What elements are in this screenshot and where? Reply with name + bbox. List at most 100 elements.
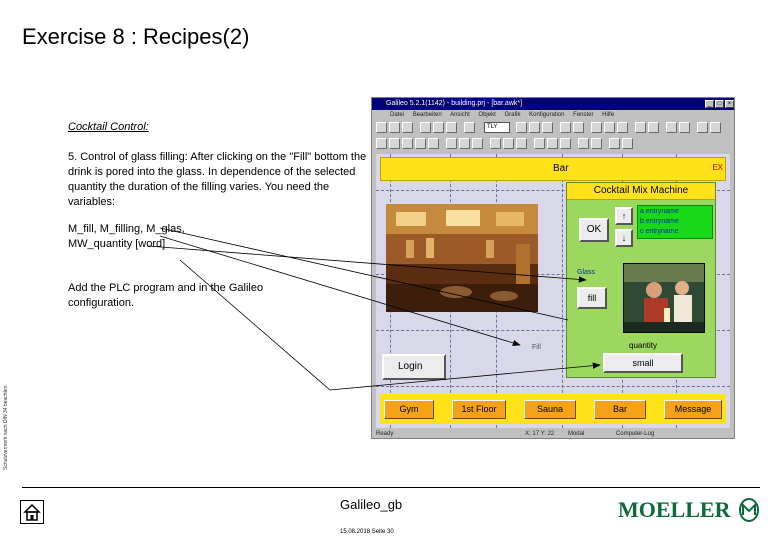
exit-button[interactable]: EX: [712, 163, 723, 172]
quantity-label: quantity: [629, 341, 658, 350]
pointer-icon[interactable]: [697, 122, 708, 133]
slide-title: Exercise 8 : Recipes(2): [22, 24, 250, 49]
close-button[interactable]: ×: [725, 100, 734, 108]
zoom-out-icon[interactable]: [648, 122, 659, 133]
nav-button-1st-floor[interactable]: 1st Floor: [452, 400, 506, 419]
bar-graph-tool-icon[interactable]: [547, 138, 558, 149]
align-left-icon[interactable]: [516, 122, 527, 133]
line-tool-icon[interactable]: [389, 138, 400, 149]
home-button[interactable]: [20, 500, 44, 524]
minimize-button[interactable]: _: [705, 100, 714, 108]
footer-date: 15.08.2018 Seite 30: [340, 529, 394, 535]
mix-machine-title: Cocktail Mix Machine: [593, 185, 689, 196]
menu-item-view[interactable]: Ansicht: [450, 112, 470, 118]
ungroup-icon[interactable]: [573, 122, 584, 133]
io-field-tool-icon[interactable]: [534, 138, 545, 149]
copy-icon[interactable]: [433, 122, 444, 133]
polygon-tool-icon[interactable]: [428, 138, 439, 149]
status-mode: Modal: [567, 431, 585, 437]
arrow-down-icon[interactable]: ↓: [615, 229, 633, 247]
button-tool-icon[interactable]: [472, 138, 483, 149]
bar-photo: [386, 204, 538, 312]
nav-button-message[interactable]: Message: [664, 400, 722, 419]
variables-list: M_fill, M_filling, M_glas, MW_quantity […: [68, 223, 185, 250]
save-icon[interactable]: [402, 122, 413, 133]
menu-item-help[interactable]: Hilfe: [602, 112, 615, 118]
bar-interior-image: [386, 204, 538, 312]
front-icon[interactable]: [578, 138, 589, 149]
print-icon[interactable]: [464, 122, 475, 133]
new-file-icon[interactable]: [376, 122, 387, 133]
menu-item-graphic[interactable]: Grafik: [504, 112, 521, 118]
navigation-bar: Gym 1st Floor Sauna Bar Message: [380, 394, 726, 424]
drink-photo: [623, 263, 705, 333]
task-instruction: Add the PLC program and in the Galileo c…: [68, 282, 264, 309]
trend-tool-icon[interactable]: [490, 138, 501, 149]
hmi-canvas: Bar EX Cocktail M: [376, 154, 730, 428]
status-bar: Ready X: 17 Y: 22 Modal Computer-Log: [372, 429, 734, 438]
maximize-button[interactable]: □: [715, 100, 724, 108]
recipe-tool-icon[interactable]: [516, 138, 527, 149]
nav-button-gym[interactable]: Gym: [384, 400, 434, 419]
text-tool-icon[interactable]: [446, 138, 457, 149]
align-center-icon[interactable]: [529, 122, 540, 133]
list-item[interactable]: b entryname: [640, 218, 679, 225]
login-button[interactable]: Login: [382, 354, 446, 380]
list-item[interactable]: c entryname: [640, 228, 679, 235]
stop-icon[interactable]: [679, 122, 690, 133]
moeller-emblem-icon: [738, 497, 760, 523]
bitmap-tool-icon[interactable]: [459, 138, 470, 149]
menu-item-edit[interactable]: Bearbeiten: [412, 112, 442, 118]
menu-item-window[interactable]: Fenster: [573, 112, 594, 118]
grid-icon[interactable]: [609, 138, 620, 149]
home-icon: [23, 503, 41, 521]
side-note: Schutzvermerk nach DIN 34 beachten: [3, 385, 9, 471]
menu-bar: Datei Bearbeiten Ansicht Objekt Grafik K…: [372, 110, 734, 120]
toolbar-main: TLY: [376, 121, 732, 137]
nav-button-sauna[interactable]: Sauna: [524, 400, 576, 419]
slider-tool-icon[interactable]: [560, 138, 571, 149]
font-icon[interactable]: [591, 122, 602, 133]
footer-title: Galileo_gb: [340, 497, 403, 512]
help-icon[interactable]: [710, 122, 721, 133]
cocktail-mix-panel: Cocktail Mix Machine OK ↑ ↓ a entryname …: [566, 182, 716, 378]
list-item[interactable]: a entryname: [640, 208, 679, 215]
pointer-line-quantity-a: [179, 259, 331, 391]
recipe-entry-list[interactable]: a entryname b entryname c entryname: [637, 205, 713, 239]
select-tool-icon[interactable]: [376, 138, 387, 149]
arrow-up-icon[interactable]: ↑: [615, 207, 633, 225]
quantity-small-button[interactable]: small: [603, 353, 683, 373]
status-coords: X: 17 Y: 22: [525, 431, 555, 437]
step-description: 5. Control of glass filling: After click…: [68, 151, 367, 208]
snap-icon[interactable]: [622, 138, 633, 149]
back-icon[interactable]: [591, 138, 602, 149]
menu-item-object[interactable]: Objekt: [478, 112, 496, 118]
menu-item-config[interactable]: Konfiguration: [529, 112, 565, 118]
menu-item-file[interactable]: Datei: [390, 112, 405, 118]
glass-label: Glass: [577, 269, 595, 276]
color-icon[interactable]: [604, 122, 615, 133]
fill-button[interactable]: fill: [577, 287, 607, 309]
group-icon[interactable]: [560, 122, 571, 133]
zoom-select[interactable]: TLY: [484, 122, 510, 133]
nav-button-bar[interactable]: Bar: [594, 400, 646, 419]
fill-level-label: Fill: [532, 344, 541, 351]
bar-title: Bar: [553, 163, 569, 174]
run-icon[interactable]: [666, 122, 677, 133]
rect-tool-icon[interactable]: [402, 138, 413, 149]
footer-divider: [22, 487, 760, 488]
ok-button[interactable]: OK: [579, 218, 609, 242]
window-titlebar: Galileo 5.2.1(1142) - building.prj - [ba…: [372, 98, 734, 110]
paste-icon[interactable]: [446, 122, 457, 133]
status-mode2: Computer-Log: [615, 431, 655, 437]
bar-header: Bar EX: [380, 157, 726, 181]
zoom-in-icon[interactable]: [635, 122, 646, 133]
line-color-icon[interactable]: [617, 122, 628, 133]
cut-icon[interactable]: [420, 122, 431, 133]
alarm-tool-icon[interactable]: [503, 138, 514, 149]
ellipse-tool-icon[interactable]: [415, 138, 426, 149]
mix-machine-header: Cocktail Mix Machine: [567, 183, 715, 200]
align-right-icon[interactable]: [542, 122, 553, 133]
open-file-icon[interactable]: [389, 122, 400, 133]
toolbar-draw: [376, 137, 732, 153]
